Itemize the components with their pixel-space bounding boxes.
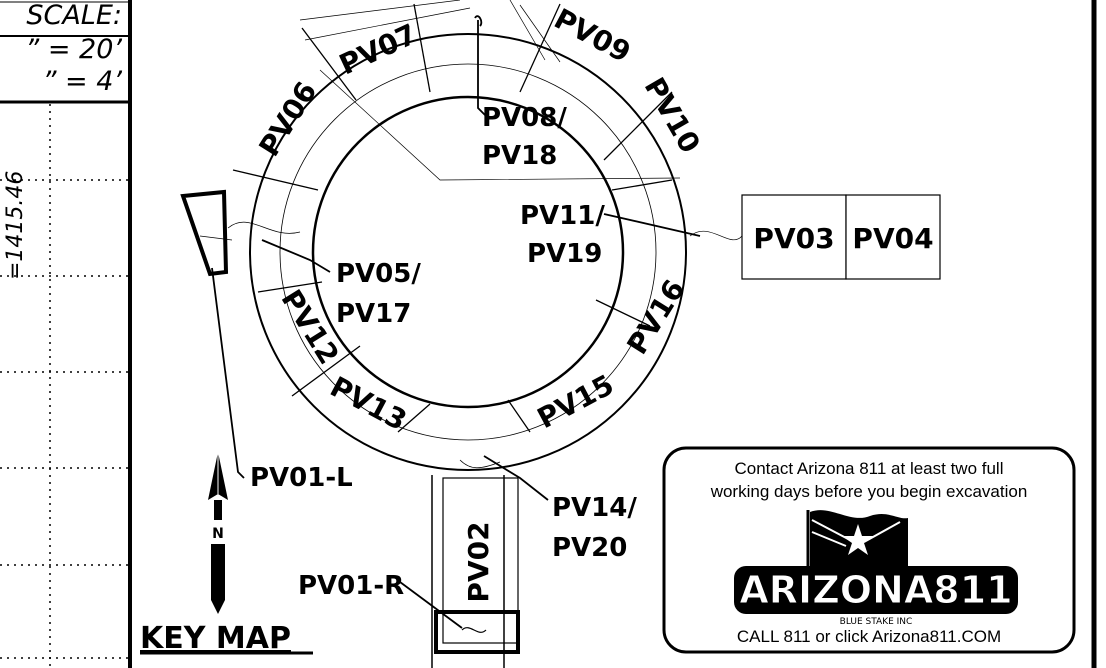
logo-banner	[734, 566, 1018, 614]
pv01-l-sheet-box	[180, 189, 229, 277]
sheet-label-pv03: PV03	[753, 222, 834, 255]
key-map-title: KEY MAP	[140, 621, 291, 656]
pv01-r-sheet-box	[434, 610, 520, 654]
callout-pv01-r: PV01-R	[298, 571, 404, 601]
sheet-label-pv07: PV07	[334, 17, 421, 81]
scale-line-2: ” = 4’	[42, 66, 122, 97]
dotted-grid	[0, 104, 128, 668]
scale-line-1: ” = 20’	[25, 34, 122, 65]
callout-pv05-line2: PV17	[336, 299, 411, 329]
north-arrow-icon: N	[208, 452, 228, 614]
sheet-label-pv04: PV04	[852, 222, 933, 255]
ring-outer-edge	[249, 33, 687, 471]
notice-line-2: working days before you begin excavation	[710, 482, 1028, 501]
sheet-label-pv15: PV15	[532, 368, 619, 435]
callout-pv05-line1: PV05/	[336, 259, 421, 289]
alignment-lines	[199, 0, 743, 469]
logo-subtext: BLUE STAKE INC	[840, 617, 913, 627]
east-leg-sheet-pv04	[845, 194, 941, 280]
south-leg-sheet-pv02	[442, 477, 519, 644]
sheet-label-pv12: PV12	[275, 284, 346, 370]
callout-pv11-line1: PV11/	[520, 201, 605, 231]
sheet-label-pv09: PV09	[549, 2, 636, 69]
south-leg-edges	[431, 475, 505, 668]
ring-inner-edge	[311, 95, 625, 409]
notice-line-1: Contact Arizona 811 at least two full	[734, 459, 1003, 478]
north-arrow-tail	[211, 544, 225, 614]
callout-pv01-l: PV01-L	[250, 463, 353, 493]
logo-text: ARIZONA811	[739, 568, 1012, 612]
scale-title: SCALE:	[26, 0, 122, 31]
callout-pv08-line1: PV08/	[482, 103, 567, 133]
pv01-r-break-mark	[461, 627, 487, 633]
sheet-label-pv06: PV06	[252, 76, 323, 162]
north-label: N	[212, 526, 224, 542]
notice-footer: CALL 811 or click Arizona811.COM	[737, 627, 1001, 646]
arizona811-notice: Contact Arizona 811 at least two full wo…	[662, 446, 1076, 654]
east-leg-sheet-pv03	[741, 194, 847, 280]
ring-lane-line	[279, 63, 657, 441]
leader-lines	[211, 15, 701, 629]
north-arrow-shaft	[214, 500, 222, 520]
sheet-label-pv02: PV02	[462, 521, 495, 602]
station-dimension: =1415.46	[3, 171, 28, 280]
callout-pv14-line2: PV20	[552, 533, 627, 563]
callout-pv08-line2: PV18	[482, 141, 557, 171]
callout-pv11-line2: PV19	[527, 239, 602, 269]
title-strip: SCALE: ” = 20’ ” = 4’ =1415.46	[0, 0, 132, 668]
approach-legs	[431, 194, 941, 668]
arizona-flag-icon	[806, 510, 908, 582]
callout-pv14-line1: PV14/	[552, 493, 637, 523]
roundabout	[249, 33, 687, 471]
sheet-divisions	[232, 3, 673, 433]
